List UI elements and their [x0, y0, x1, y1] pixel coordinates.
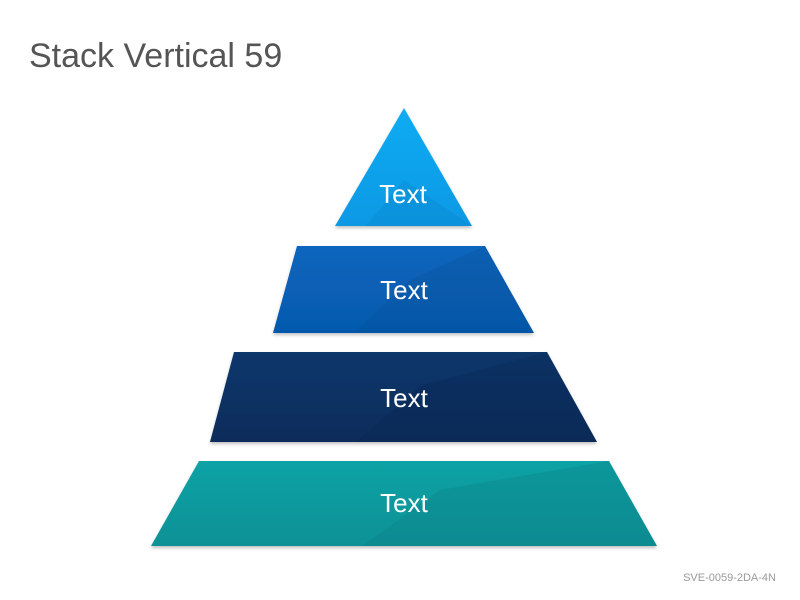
tier-1-shading — [366, 180, 472, 226]
pyramid-tier-3: Text — [210, 352, 597, 442]
pyramid-tier-4: Text — [151, 461, 657, 546]
tier-4-label: Text — [380, 488, 428, 518]
tier-2-shading — [354, 246, 534, 333]
tier-3-label: Text — [380, 383, 428, 413]
tier-1-shape — [335, 108, 472, 226]
slide-code: SVE-0059-2DA-4N — [683, 572, 776, 584]
tier-3-shape — [210, 352, 597, 442]
pyramid-tier-1: Text — [335, 108, 472, 226]
slide-title: Stack Vertical 59 — [29, 37, 283, 75]
tier-3-shading — [356, 352, 597, 442]
pyramid-tier-2: Text — [273, 246, 534, 333]
tier-2-shape — [273, 246, 534, 333]
tier-2-label: Text — [380, 275, 428, 305]
tier-4-shape — [151, 461, 657, 546]
tier-4-shading — [362, 461, 657, 546]
tier-1-label: Text — [379, 179, 427, 209]
